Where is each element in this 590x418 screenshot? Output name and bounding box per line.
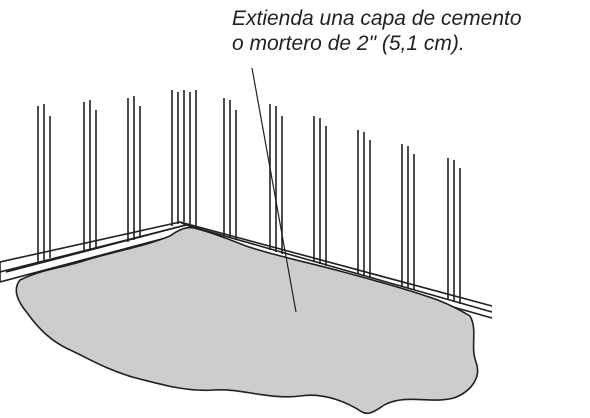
mortar-bed: [15, 226, 479, 415]
callout-text: Extienda una capa de cemento o mortero d…: [232, 6, 584, 56]
stud: [83, 100, 97, 252]
stud: [223, 98, 237, 240]
stud: [401, 144, 415, 290]
corner-stud: [171, 90, 197, 226]
stud: [357, 130, 371, 278]
left-wall-studs: [37, 90, 197, 262]
leader-line: [251, 67, 297, 313]
right-wall-studs: [223, 98, 461, 304]
callout-line-2: o mortero de 2" (5,1 cm).: [232, 32, 465, 55]
callout-line-1: Extienda una capa de cemento: [232, 7, 522, 30]
stud: [447, 158, 461, 304]
stud: [37, 104, 51, 262]
stud: [313, 116, 327, 266]
stud: [127, 96, 141, 242]
